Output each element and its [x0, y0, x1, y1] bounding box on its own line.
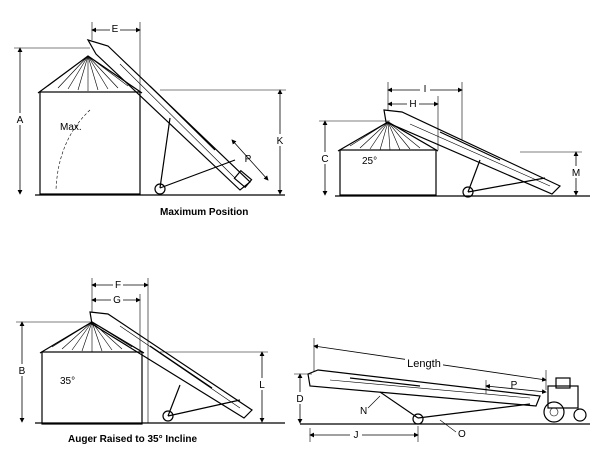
- label-f: F: [115, 280, 121, 291]
- label-o: O: [458, 429, 466, 440]
- panel-transport: Length D N J O P: [294, 338, 590, 442]
- label-i: I: [424, 84, 427, 95]
- auger-1: [86, 38, 253, 195]
- label-a: A: [17, 115, 24, 126]
- label-e: E: [112, 24, 119, 35]
- label-25-degree: 25°: [362, 156, 377, 167]
- label-max: Max.: [60, 122, 82, 133]
- dimension-p-transport: [485, 384, 547, 394]
- panel-maximum-position: A E Max. K P Maximum Position: [14, 22, 286, 218]
- tractor: [543, 377, 587, 423]
- label-n: N: [360, 406, 367, 417]
- grain-bin-3: [39, 321, 145, 425]
- dimension-p: [231, 139, 269, 181]
- label-length: Length: [407, 358, 441, 370]
- label-m: M: [572, 168, 580, 179]
- auger-4: [307, 369, 541, 425]
- grain-bin-1: [37, 55, 143, 195]
- grain-bin-2: [337, 121, 439, 196]
- auger-2: [383, 109, 562, 198]
- label-g: G: [113, 295, 121, 306]
- panel-25-degree: I H C 25° M: [319, 82, 590, 198]
- label-k: K: [277, 136, 284, 147]
- label-l: L: [259, 380, 265, 391]
- label-c: C: [321, 154, 328, 165]
- label-j: J: [354, 430, 359, 441]
- label-h: H: [409, 99, 416, 110]
- label-p: P: [245, 154, 252, 165]
- label-p-transport: P: [511, 380, 518, 391]
- panel-35-degree: F G B 35° L Auger Raised to 35° Incline: [16, 278, 285, 445]
- auger-3: [89, 311, 253, 422]
- label-d: D: [296, 394, 303, 405]
- label-35-degree: 35°: [60, 376, 75, 387]
- label-b: B: [19, 366, 26, 377]
- caption-raised-35: Auger Raised to 35° Incline: [68, 434, 197, 445]
- caption-maximum-position: Maximum Position: [160, 207, 248, 218]
